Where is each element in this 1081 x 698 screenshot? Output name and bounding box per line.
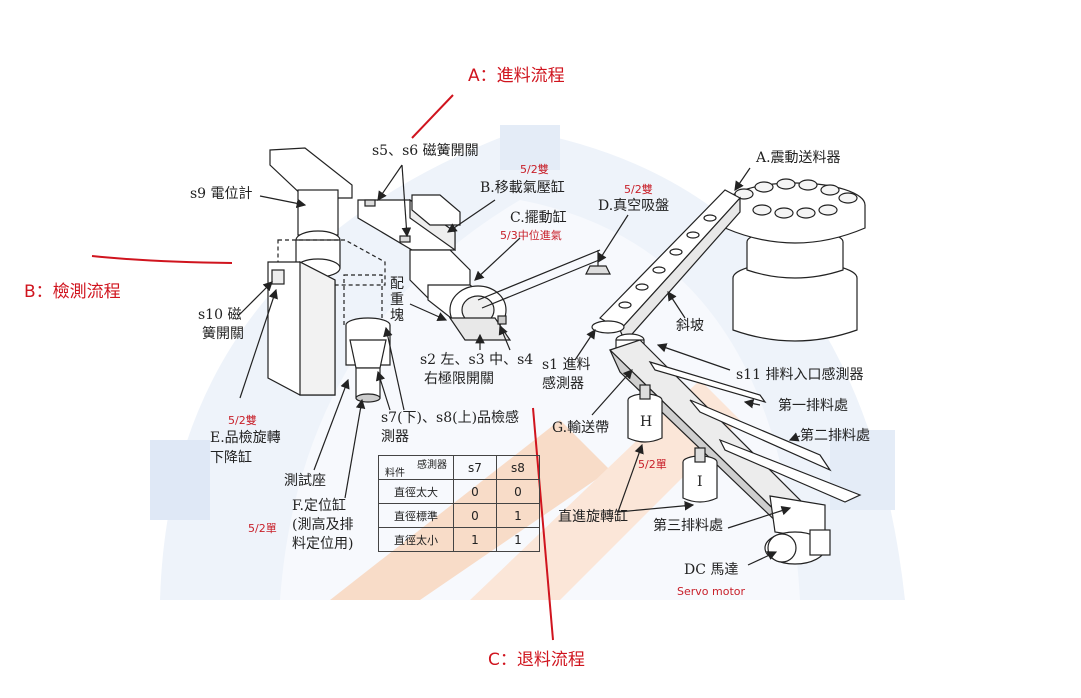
limit-switch-label-1: s2 左、s3 中、s4 xyxy=(420,352,533,369)
row-s8-value: 0 xyxy=(497,480,540,504)
second-discharge-label: 第二排料處 xyxy=(800,428,870,445)
slope-label: 斜坡 xyxy=(676,318,704,335)
row-s7-value: 1 xyxy=(454,528,497,552)
row-s7-value: 0 xyxy=(454,480,497,504)
s9-label: s9 電位計 xyxy=(190,186,253,203)
sensor-truth-table: 感測器 料件 s7 s8 直徑太大 0 0 直徑標準 0 1 直徑太小 1 1 xyxy=(378,455,540,552)
s7-s8-label-1: s7(下)、s8(上)品檢感 xyxy=(381,410,519,427)
conveyor-label: G.輸送帶 xyxy=(552,420,609,437)
row-name: 直徑標準 xyxy=(379,504,454,528)
row-s7-value: 0 xyxy=(454,504,497,528)
rotary-cylinder-label: 直進旋轉缸 xyxy=(558,509,628,526)
counterweight-label-1: 配 xyxy=(390,276,404,293)
f-valve-note: 5/2單 xyxy=(248,522,277,535)
cylinder-h-label: H xyxy=(640,414,652,431)
d-valve-note: 5/2雙 xyxy=(624,183,653,196)
table-corner-cell: 感測器 料件 xyxy=(379,456,454,480)
potentiometer-assembly xyxy=(270,148,352,277)
table-row: 直徑太大 0 0 xyxy=(379,480,540,504)
s11-label: s11 排料入口感測器 xyxy=(736,367,863,384)
h-valve-note: 5/2單 xyxy=(638,458,667,471)
rotate-lift-cylinder xyxy=(268,262,335,395)
row-s8-value: 1 xyxy=(497,504,540,528)
s1-label-1: s1 進料 xyxy=(542,357,591,374)
c-valve-note: 5/3中位進氣 xyxy=(500,229,562,242)
flow-b-title: B：檢測流程 xyxy=(24,282,121,302)
s1-label-2: 感測器 xyxy=(542,376,584,393)
test-seat-label: 測試座 xyxy=(284,473,326,490)
dc-motor-label: DC 馬達 xyxy=(684,562,738,579)
third-discharge-label: 第三排料處 xyxy=(653,518,723,535)
s10-label-line2: 簧開關 xyxy=(202,326,244,343)
table-row: 直徑標準 0 1 xyxy=(379,504,540,528)
e-valve-note: 5/2雙 xyxy=(228,414,257,427)
table-header-row: 感測器 料件 s7 s8 xyxy=(379,456,540,480)
first-discharge-label: 第一排料處 xyxy=(778,398,848,415)
flow-c-title: C：退料流程 xyxy=(488,650,585,670)
corner-top-label: 感測器 xyxy=(417,456,447,471)
rotate-lift-cylinder-label-2: 下降缸 xyxy=(210,450,252,467)
counterweight-label-2: 重 xyxy=(390,292,404,309)
corner-bottom-label: 料件 xyxy=(385,464,405,479)
motor-note: Servo motor xyxy=(677,585,745,598)
positioning-cylinder-label-1: F.定位缸 xyxy=(292,498,346,515)
column-header-s7: s7 xyxy=(454,456,497,480)
s10-label-line1: s10 磁 xyxy=(198,307,241,324)
counterweight-label-3: 塊 xyxy=(390,308,404,325)
flow-a-line xyxy=(412,95,453,138)
b-valve-note: 5/2雙 xyxy=(520,163,549,176)
cylinder-i-label: I xyxy=(697,474,703,491)
transfer-cylinder-label: B.移載氣壓缸 xyxy=(480,180,565,197)
flow-b-line xyxy=(92,256,232,263)
table-row: 直徑太小 1 1 xyxy=(379,528,540,552)
s5-s6-label: s5、s6 磁簧開關 xyxy=(372,143,479,160)
positioning-cylinder-label-3: 料定位用) xyxy=(292,536,353,553)
column-header-s8: s8 xyxy=(497,456,540,480)
row-s8-value: 1 xyxy=(497,528,540,552)
positioning-cylinder-label-2: (測高及排 xyxy=(292,517,353,534)
flow-a-title: A：進料流程 xyxy=(468,66,565,86)
swing-cylinder-label: C.擺動缸 xyxy=(510,210,567,227)
vacuum-cup-label: D.真空吸盤 xyxy=(598,198,669,215)
s7-s8-label-2: 測器 xyxy=(381,429,409,446)
row-name: 直徑太大 xyxy=(379,480,454,504)
limit-switch-label-2: 右極限開關 xyxy=(424,371,494,388)
rotate-lift-cylinder-label-1: E.品檢旋轉 xyxy=(210,430,281,447)
vibratory-feeder-label: A.震動送料器 xyxy=(756,150,841,167)
row-name: 直徑太小 xyxy=(379,528,454,552)
